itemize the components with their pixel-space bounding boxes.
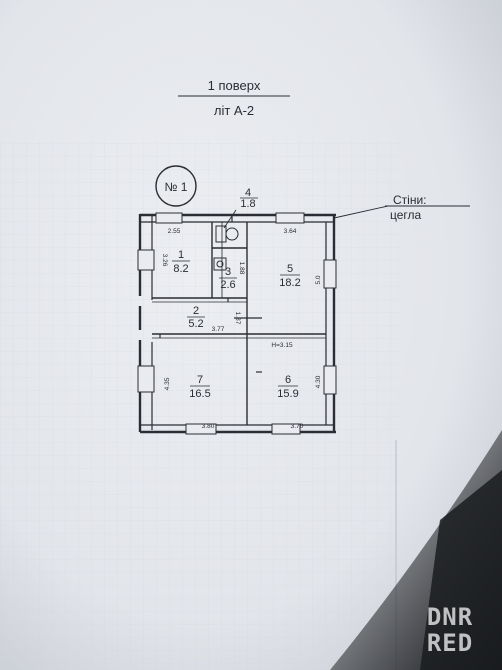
svg-text:5: 5 xyxy=(287,263,293,275)
windows xyxy=(137,212,337,435)
room-6: 6 15.9 xyxy=(277,374,298,400)
svg-text:2.6: 2.6 xyxy=(220,279,235,291)
shadow-right xyxy=(420,470,502,670)
svg-text:5.2: 5.2 xyxy=(188,318,203,330)
room-2: 2 5.2 xyxy=(187,305,205,330)
svg-text:2.55: 2.55 xyxy=(168,228,181,235)
svg-text:1: 1 xyxy=(178,249,184,261)
svg-text:8.2: 8.2 xyxy=(173,263,188,275)
svg-text:1.8: 1.8 xyxy=(240,198,255,210)
dimension-labels: 2.55 3.64 3.26 1.88 5.0 1.37 3.77 H=3.15… xyxy=(161,228,322,430)
svg-text:3.77: 3.77 xyxy=(212,326,225,333)
room-7: 7 16.5 xyxy=(189,374,210,400)
walls-material: цегла xyxy=(390,208,422,222)
room4-leader xyxy=(223,209,237,229)
watermark-line-2: RED xyxy=(426,629,474,657)
grid-area xyxy=(0,140,400,670)
svg-text:3.70: 3.70 xyxy=(291,423,304,430)
room-5: 5 18.2 xyxy=(279,263,300,289)
plan-number: № 1 xyxy=(165,180,188,194)
room-4: 4 1.8 xyxy=(240,187,258,210)
watermark-line-1: DNR xyxy=(426,603,474,631)
svg-text:3.80: 3.80 xyxy=(202,423,215,430)
svg-text:1.37: 1.37 xyxy=(234,312,241,325)
svg-text:5.0: 5.0 xyxy=(315,275,322,284)
svg-text:16.5: 16.5 xyxy=(189,388,210,400)
svg-text:3.64: 3.64 xyxy=(284,228,297,235)
svg-text:3: 3 xyxy=(225,266,231,278)
svg-text:15.9: 15.9 xyxy=(277,388,298,400)
room-3: 3 2.6 xyxy=(219,266,237,291)
floor-title: 1 поверх xyxy=(208,78,261,93)
svg-text:4: 4 xyxy=(245,187,251,199)
walls-label: Стіни: xyxy=(393,193,427,207)
interior-walls xyxy=(152,222,326,425)
svg-text:2: 2 xyxy=(193,305,199,317)
svg-text:H=3.15: H=3.15 xyxy=(271,342,293,349)
bathroom-fixtures xyxy=(213,225,239,271)
svg-text:18.2: 18.2 xyxy=(279,277,300,289)
svg-text:7: 7 xyxy=(197,374,203,386)
svg-text:4.35: 4.35 xyxy=(164,377,171,390)
svg-text:3.26: 3.26 xyxy=(161,254,168,267)
room-1: 1 8.2 xyxy=(172,249,190,275)
svg-text:1.88: 1.88 xyxy=(238,262,245,275)
watermark-logo: DNR RED xyxy=(406,602,494,658)
svg-text:4.30: 4.30 xyxy=(315,375,322,388)
svg-text:6: 6 xyxy=(285,374,291,386)
walls-leader xyxy=(333,205,389,219)
liter-subtitle: літ А-2 xyxy=(214,103,254,118)
plan-number-circle xyxy=(155,165,197,207)
